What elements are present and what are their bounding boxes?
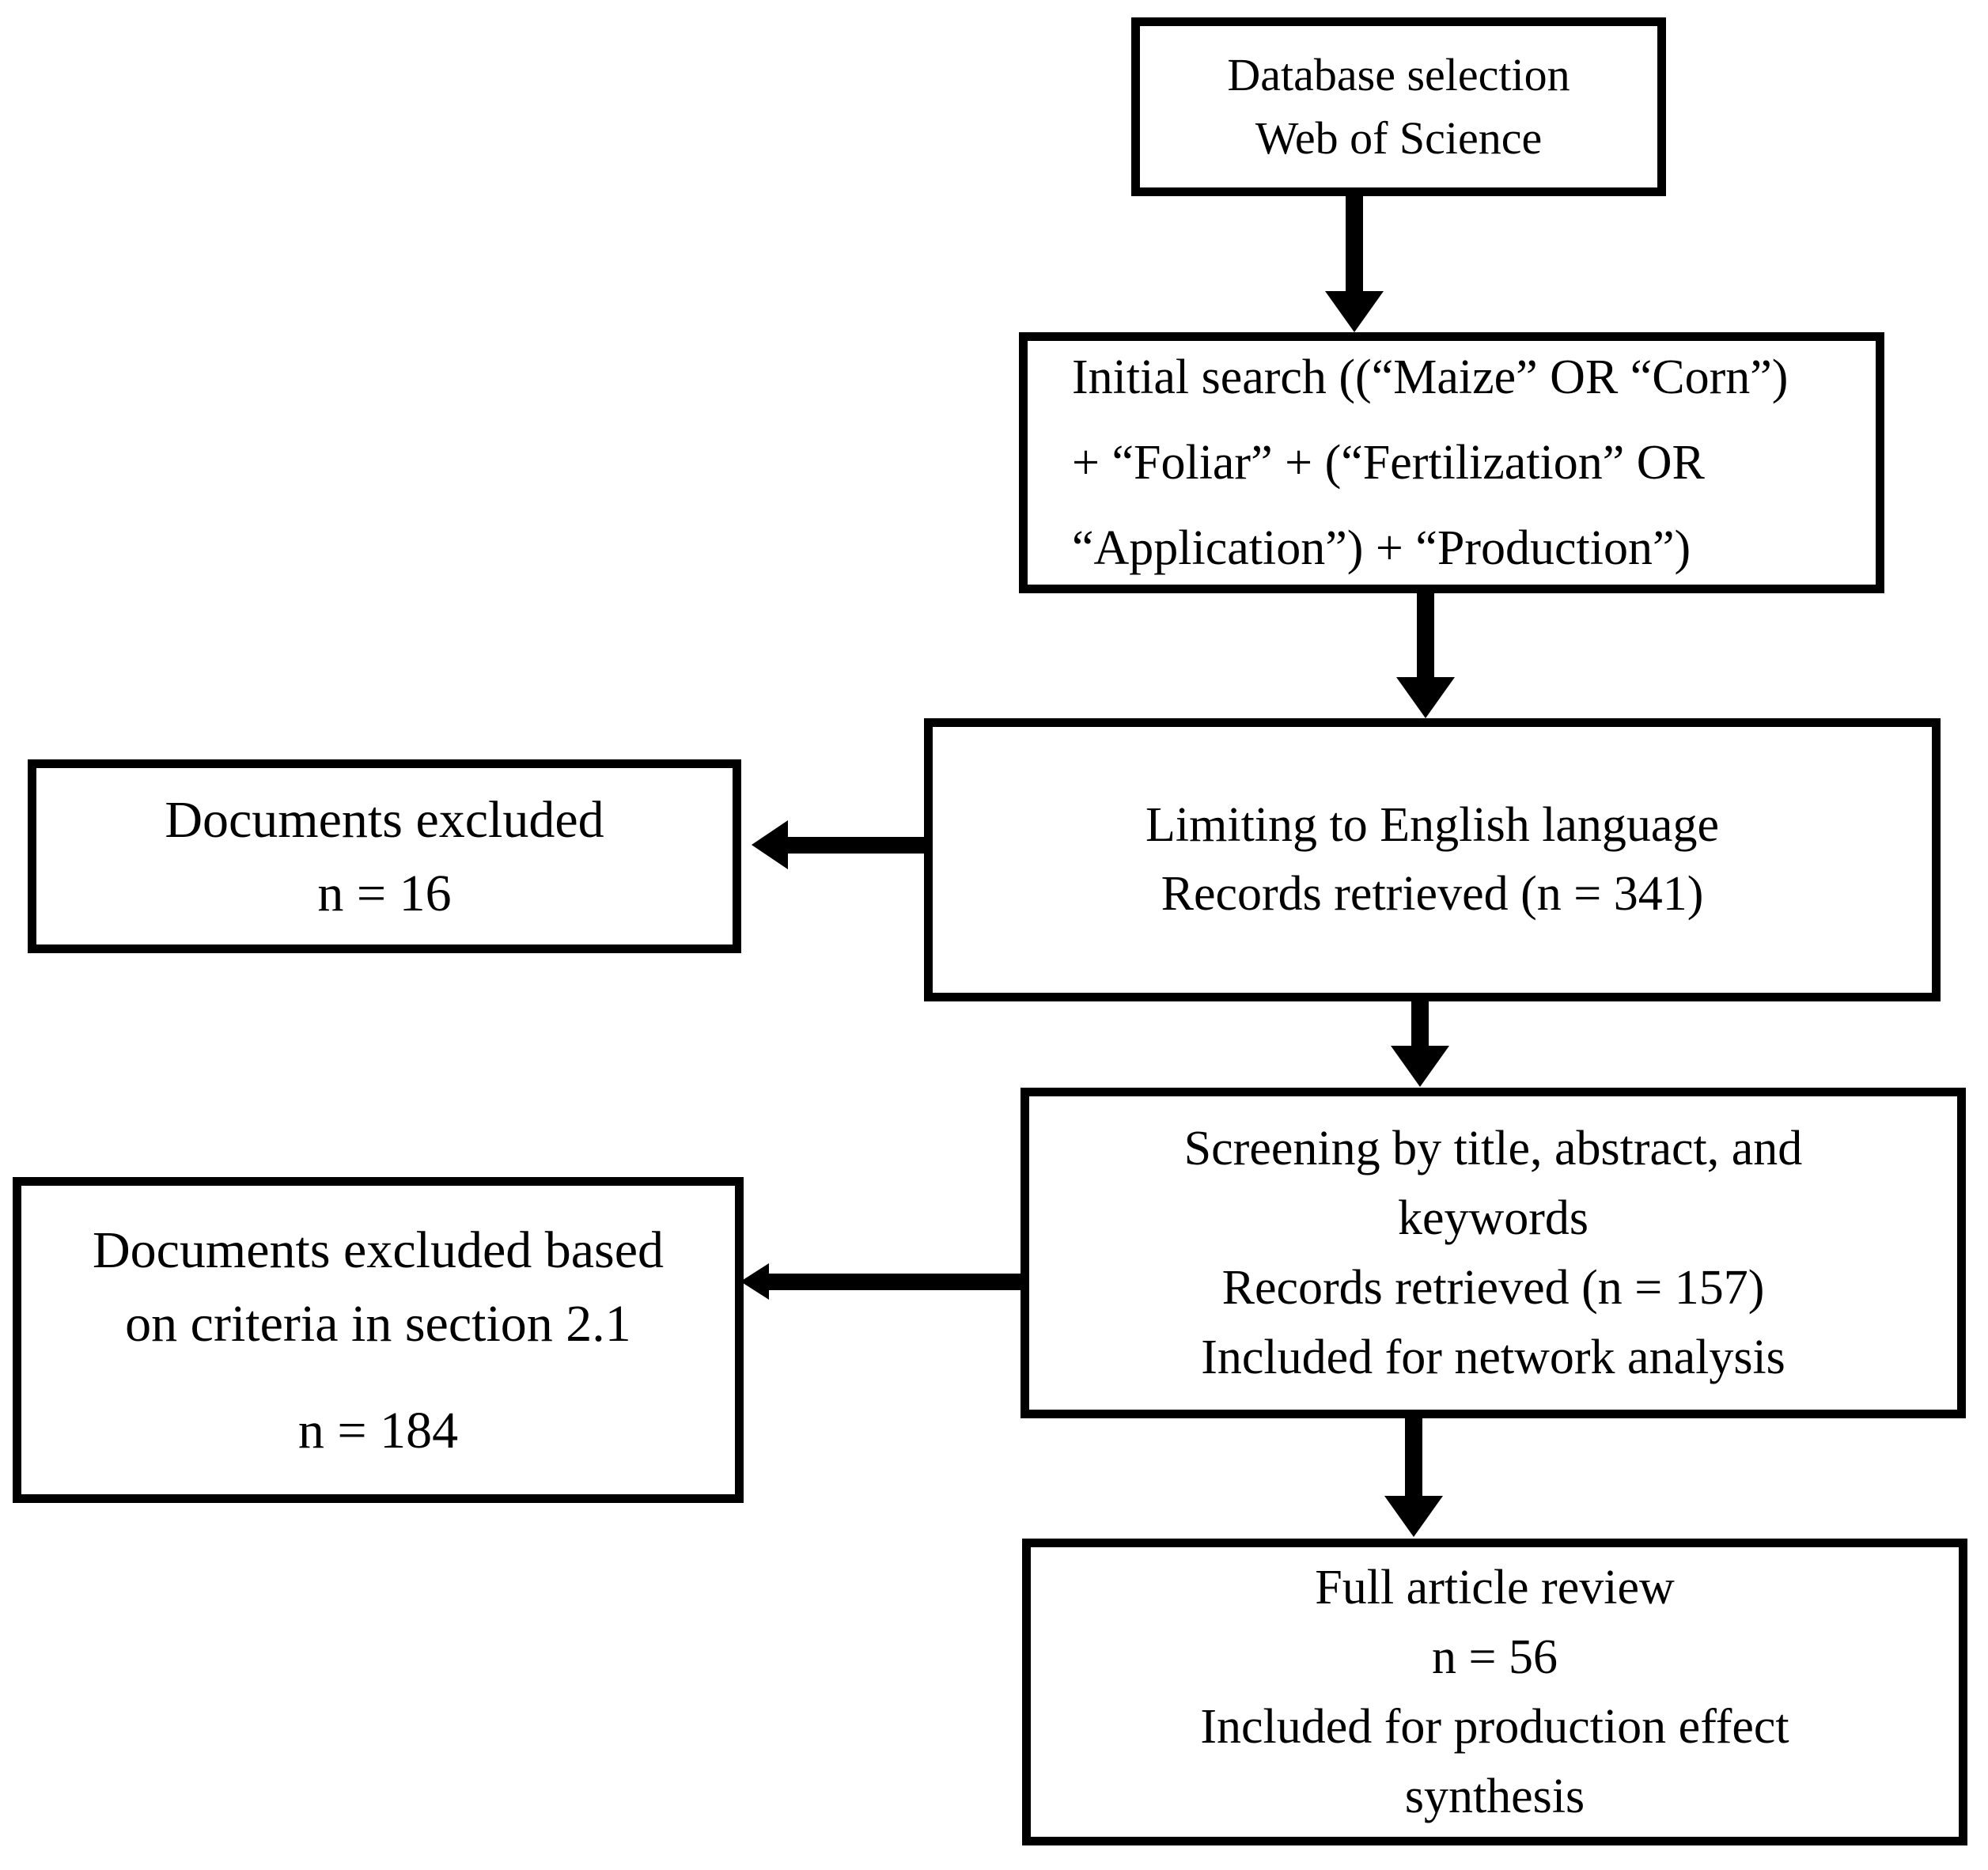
box-text-line: keywords	[1397, 1191, 1589, 1245]
arrow-left-icon	[740, 1263, 769, 1300]
arrow-down-icon	[1396, 677, 1455, 718]
box-initial-search: Initial search ((“Maize” OR “Corn”) + “F…	[1019, 332, 1884, 593]
box-text-line: Included for production effect	[1200, 1700, 1789, 1754]
arrow-down-shaft	[1346, 196, 1363, 294]
arrow-down-icon	[1325, 291, 1384, 332]
arrow-left-shaft	[768, 1274, 1021, 1290]
box-limiting-english: Limiting to English language Records ret…	[924, 718, 1941, 1001]
box-database-selection: Database selection Web of Science	[1131, 17, 1666, 196]
box-text-line: Initial search ((“Maize” OR “Corn”)	[1072, 350, 1789, 404]
box-text-line: “Application”) + “Production”)	[1072, 521, 1691, 575]
box-documents-excluded-criteria: Documents excluded based on criteria in …	[13, 1177, 744, 1503]
arrow-down-shaft	[1405, 1418, 1422, 1499]
arrow-down-icon	[1384, 1496, 1443, 1537]
box-text-line: Full article review	[1315, 1561, 1675, 1614]
arrow-left-icon	[752, 820, 788, 869]
box-text-line: + “Foliar” + (“Fertilization” OR	[1072, 436, 1705, 490]
box-documents-excluded-language: Documents excluded n = 16	[28, 759, 741, 953]
box-text-line: Web of Science	[1255, 112, 1543, 164]
box-text-line: n = 16	[317, 864, 452, 922]
box-screening: Screening by title, abstract, and keywor…	[1021, 1088, 1966, 1418]
arrow-down-icon	[1391, 1046, 1449, 1087]
box-text-line: n = 184	[297, 1401, 459, 1459]
box-text-line: Records retrieved (n = 341)	[1161, 867, 1704, 921]
box-text-line: Included for network analysis	[1201, 1331, 1785, 1384]
box-text-line: Database selection	[1227, 49, 1570, 100]
arrow-down-shaft	[1417, 593, 1434, 682]
box-text-line: on criteria in section 2.1	[125, 1294, 631, 1353]
box-text-line: synthesis	[1404, 1770, 1585, 1823]
box-text-line: Screening by title, abstract, and	[1183, 1122, 1803, 1175]
box-text-line: Documents excluded based	[92, 1221, 665, 1279]
box-text-line: Records retrieved (n = 157)	[1221, 1261, 1765, 1315]
box-text-line: n = 56	[1432, 1630, 1558, 1684]
box-full-article-review: Full article review n = 56 Included for …	[1022, 1539, 1967, 1845]
box-text-line: Documents excluded	[165, 790, 604, 849]
box-text-line: Limiting to English language	[1145, 798, 1719, 852]
arrow-down-shaft	[1411, 1001, 1429, 1050]
arrow-left-shaft	[786, 837, 924, 854]
